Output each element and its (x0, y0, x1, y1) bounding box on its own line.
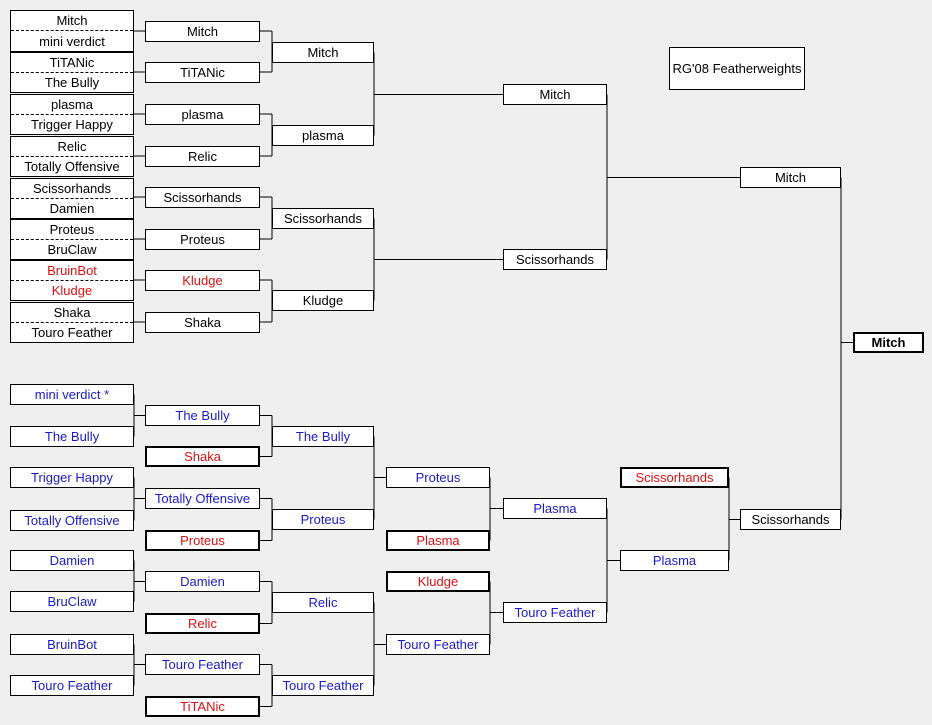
match-winner-w4-2: Scissorhands (503, 249, 607, 270)
match-pair-w1-1: Mitch mini verdict (10, 10, 134, 52)
loser-winner-l2-3: Damien (145, 571, 260, 592)
loser-winner-l3-3: Relic (272, 592, 374, 613)
loser-winner-l5-1: Plasma (503, 498, 607, 519)
drop-in-4: TiTANic (145, 696, 260, 717)
loser-winner-l3-1: The Bully (272, 426, 374, 447)
match-winner-w2-4: Relic (145, 146, 260, 167)
loser-entry-l1-3: Trigger Happy (10, 467, 134, 488)
loser-winner-l3-2: Proteus (272, 509, 374, 530)
loser-winner-l2-2: Totally Offensive (145, 488, 260, 509)
match-winner-w2-2: TiTANic (145, 62, 260, 83)
loser-entry-l1-6: BruClaw (10, 591, 134, 612)
match-pair-w1-8: Shaka Touro Feather (10, 302, 134, 343)
competitor: Totally Offensive (24, 158, 120, 174)
match-winner-w3-3: Scissorhands (272, 208, 374, 229)
match-pair-w1-6: Proteus BruClaw (10, 219, 134, 260)
loser-entry-l1-8: Touro Feather (10, 675, 134, 696)
loser-entry-l1-5: Damien (10, 550, 134, 571)
grand-champion: Mitch (853, 332, 924, 353)
loser-winner-l3-4: Touro Feather (272, 675, 374, 696)
competitor: Trigger Happy (31, 116, 113, 132)
loser-winner-l4-1: Proteus (386, 467, 490, 488)
competitor: Mitch (11, 11, 133, 31)
drop-in-1: Shaka (145, 446, 260, 467)
competitor: TiTANic (11, 53, 133, 73)
match-winner-w3-2: plasma (272, 125, 374, 146)
competitor: The Bully (44, 74, 100, 90)
match-winner-w2-5: Scissorhands (145, 187, 260, 208)
tournament-title: RG'08 Featherweights (669, 47, 805, 90)
match-pair-w1-5: Scissorhands Damien (10, 178, 134, 219)
match-pair-w1-3: plasma Trigger Happy (10, 94, 134, 135)
loser-winner-l4-2: Touro Feather (386, 634, 490, 655)
loser-winner-l2-1: The Bully (145, 405, 260, 426)
loser-entry-l1-2: The Bully (10, 426, 134, 447)
match-winner-w2-7: Kludge (145, 270, 260, 291)
match-winner-w4-1: Mitch (503, 84, 607, 105)
competitor: Relic (11, 137, 133, 157)
competitor: plasma (11, 95, 133, 115)
match-pair-w1-4: Relic Totally Offensive (10, 136, 134, 177)
loser-entry-l1-1: mini verdict * (10, 384, 134, 405)
competitor: Damien (49, 200, 95, 216)
match-winner-w2-6: Proteus (145, 229, 260, 250)
competitor: Touro Feather (31, 324, 113, 340)
competitor: Proteus (11, 220, 133, 240)
match-winner-w2-8: Shaka (145, 312, 260, 333)
competitor: Kludge (51, 282, 93, 298)
losers-bracket-champion: Scissorhands (740, 509, 841, 530)
drop-in-7: Scissorhands (620, 467, 729, 488)
loser-winner-l6: Plasma (620, 550, 729, 571)
winners-bracket-champion: Mitch (740, 167, 841, 188)
match-pair-w1-7: BruinBot Kludge (10, 260, 134, 301)
match-pair-w1-2: TiTANic The Bully (10, 52, 134, 93)
loser-winner-l2-4: Touro Feather (145, 654, 260, 675)
drop-in-2: Proteus (145, 530, 260, 551)
match-winner-w2-3: plasma (145, 104, 260, 125)
match-winner-w3-1: Mitch (272, 42, 374, 63)
competitor: Shaka (11, 303, 133, 323)
drop-in-3: Relic (145, 613, 260, 634)
competitor: Scissorhands (11, 179, 133, 199)
competitor: mini verdict (39, 33, 105, 49)
loser-entry-l1-4: Totally Offensive (10, 510, 134, 531)
competitor: BruinBot (11, 261, 133, 281)
match-winner-w3-4: Kludge (272, 290, 374, 311)
loser-entry-l1-7: BruinBot (10, 634, 134, 655)
match-winner-w2-1: Mitch (145, 21, 260, 42)
loser-winner-l5-2: Touro Feather (503, 602, 607, 623)
competitor: BruClaw (47, 241, 97, 257)
drop-in-5: Plasma (386, 530, 490, 551)
drop-in-6: Kludge (386, 571, 490, 592)
